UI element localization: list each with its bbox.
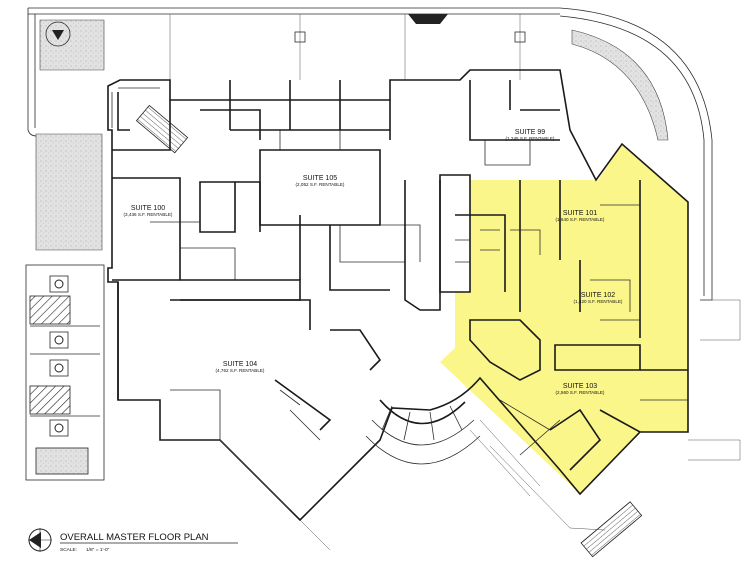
suite-label-103: SUITE 103 (2,560 S.F. RENTABLE)	[556, 383, 605, 395]
highlight-suite-101	[470, 144, 688, 260]
accessible-parking-icon	[49, 275, 69, 437]
svg-text:(4,762 S.F. RENTABLE): (4,762 S.F. RENTABLE)	[216, 368, 265, 373]
landscape-planters	[35, 19, 669, 251]
highlight-suite-102	[455, 260, 688, 338]
svg-text:SUITE 105: SUITE 105	[303, 175, 337, 182]
site-boundary	[27, 7, 713, 301]
stairs	[135, 104, 643, 558]
interior-walls	[112, 80, 688, 471]
scale-value: 1/8" = 1'-0"	[86, 547, 110, 553]
entry-rotunda	[365, 399, 481, 465]
suite-label-105: SUITE 105 (2,052 S.F. RENTABLE)	[296, 175, 345, 187]
north-arrow-icon	[28, 528, 52, 552]
exterior-paving	[219, 299, 741, 551]
highlight-suite-103	[440, 312, 688, 494]
scale-label: SCALE:	[60, 547, 77, 553]
suite-label-102: SUITE 102 (1,420 S.F. RENTABLE)	[574, 292, 623, 304]
svg-text:SUITE 102: SUITE 102	[581, 292, 615, 299]
svg-text:SUITE 99: SUITE 99	[515, 129, 545, 136]
svg-text:SUITE 101: SUITE 101	[563, 210, 597, 217]
svg-text:(1,245 S.F. RENTABLE): (1,245 S.F. RENTABLE)	[506, 136, 555, 141]
svg-text:(2,052 S.F. RENTABLE): (2,052 S.F. RENTABLE)	[296, 182, 345, 187]
svg-text:SUITE 104: SUITE 104	[223, 361, 257, 368]
site-feature-circle	[45, 21, 71, 47]
svg-text:SUITE 103: SUITE 103	[563, 383, 597, 390]
title-block: OVERALL MASTER FLOOR PLAN SCALE: 1/8" = …	[60, 532, 238, 553]
svg-text:SUITE 100: SUITE 100	[131, 205, 165, 212]
svg-text:(2,560 S.F. RENTABLE): (2,560 S.F. RENTABLE)	[556, 390, 605, 395]
suite-label-101: SUITE 101 (1,640 S.F. RENTABLE)	[556, 210, 605, 222]
plan-title: OVERALL MASTER FLOOR PLAN	[60, 532, 209, 543]
svg-text:(1,420 S.F. RENTABLE): (1,420 S.F. RENTABLE)	[574, 299, 623, 304]
suite-label-100: SUITE 100 (3,436 S.F. RENTABLE)	[124, 205, 173, 217]
svg-text:(3,436 S.F. RENTABLE): (3,436 S.F. RENTABLE)	[124, 212, 173, 217]
svg-text:(1,640 S.F. RENTABLE): (1,640 S.F. RENTABLE)	[556, 217, 605, 222]
site-grid-lines	[169, 14, 526, 80]
parking-area	[25, 264, 105, 481]
suite-label-99: SUITE 99 (1,245 S.F. RENTABLE)	[506, 129, 555, 141]
suite-label-104: SUITE 104 (4,762 S.F. RENTABLE)	[216, 361, 265, 373]
